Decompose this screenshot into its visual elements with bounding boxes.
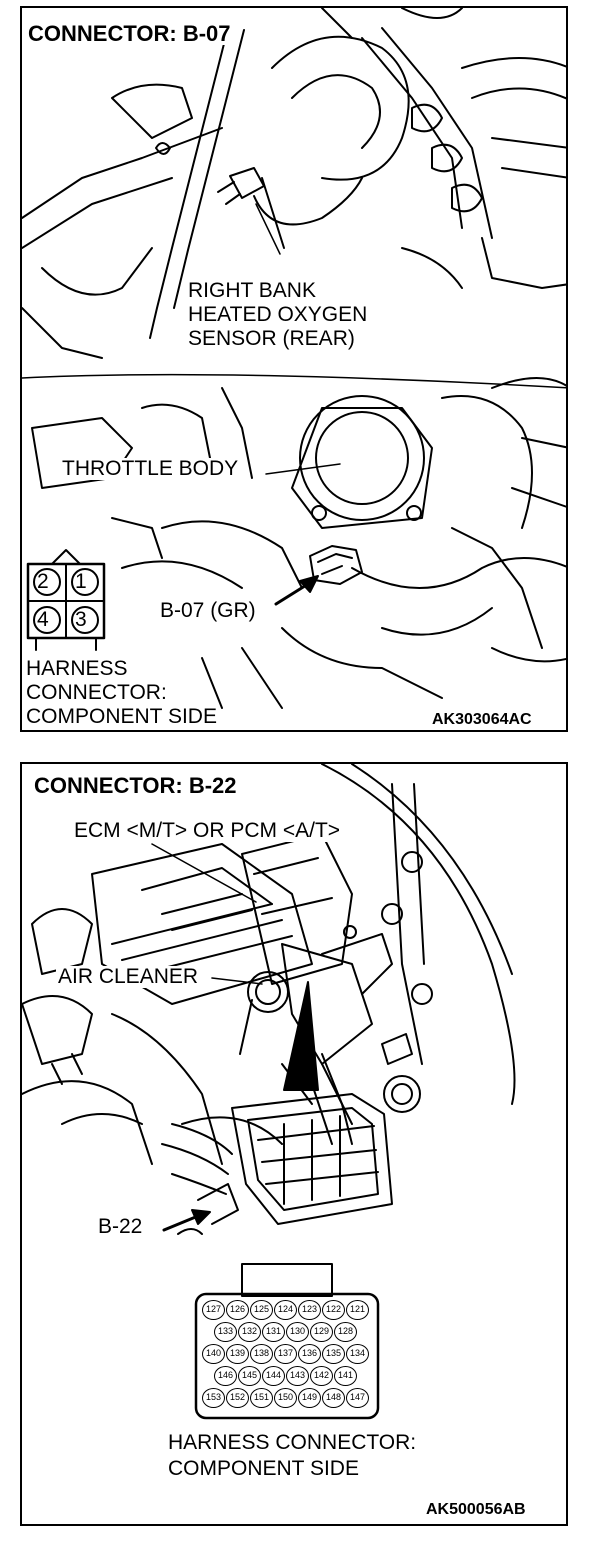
harness-label-line-3: COMPONENT SIDE: [24, 705, 219, 729]
pin-152: 152: [226, 1388, 249, 1408]
pin-126: 126: [226, 1300, 249, 1320]
pin-1-label: 1: [75, 570, 87, 593]
pin-148: 148: [322, 1388, 345, 1408]
pin-124: 124: [274, 1300, 297, 1320]
pin-150: 150: [274, 1388, 297, 1408]
pin-123: 123: [298, 1300, 321, 1320]
pin-139: 139: [226, 1344, 249, 1364]
throttle-body-callout: THROTTLE BODY: [60, 457, 241, 481]
engine-bay-line-art-b07: [22, 8, 566, 709]
harness-label-line-1: HARNESS: [24, 657, 130, 681]
harness-connector-label-line-1: HARNESS CONNECTOR:: [166, 1431, 419, 1455]
pin-137: 137: [274, 1344, 297, 1364]
pin-144: 144: [262, 1366, 285, 1386]
connector-b07-callout: B-07 (GR): [158, 599, 258, 623]
air-cleaner-callout: AIR CLEANER: [56, 965, 201, 989]
connector-b22-panel: CONNECTOR: B-22 ECM <M/T> OR PCM <A/T> A…: [20, 762, 568, 1526]
connector-b22-title: CONNECTOR: B-22: [32, 773, 239, 798]
pin-125: 125: [250, 1300, 273, 1320]
figure-code-b22: AK500056AB: [424, 1501, 528, 1519]
pin-138: 138: [250, 1344, 273, 1364]
sensor-callout-line-1: RIGHT BANK: [186, 279, 318, 303]
pin-136: 136: [298, 1344, 321, 1364]
pin-145: 145: [238, 1366, 261, 1386]
pin-129: 129: [310, 1322, 333, 1342]
pin-127: 127: [202, 1300, 225, 1320]
figure-code-b07: AK303064AC: [430, 711, 534, 729]
pin-149: 149: [298, 1388, 321, 1408]
pin-153: 153: [202, 1388, 225, 1408]
pin-142: 142: [310, 1366, 333, 1386]
pin-2-label: 2: [37, 570, 49, 593]
ecm-pcm-callout: ECM <M/T> OR PCM <A/T>: [72, 819, 343, 843]
pin-122: 122: [322, 1300, 345, 1320]
pin-4-label: 4: [37, 608, 49, 631]
pin-133: 133: [214, 1322, 237, 1342]
connector-b22-callout: B-22: [96, 1215, 145, 1239]
engine-bay-line-art-b22: [22, 764, 516, 1420]
pin-141: 141: [334, 1366, 357, 1386]
pin-140: 140: [202, 1344, 225, 1364]
harness-connector-label-line-2: COMPONENT SIDE: [166, 1457, 361, 1481]
pin-147: 147: [346, 1388, 369, 1408]
pin-128: 128: [334, 1322, 357, 1342]
connector-b07-title: CONNECTOR: B-07: [26, 21, 233, 46]
pin-143: 143: [286, 1366, 309, 1386]
pin-146: 146: [214, 1366, 237, 1386]
pin-3-label: 3: [75, 608, 87, 631]
pin-130: 130: [286, 1322, 309, 1342]
harness-label-line-2: CONNECTOR:: [24, 681, 169, 705]
sensor-callout-line-3: SENSOR (REAR): [186, 327, 357, 351]
pin-151: 151: [250, 1388, 273, 1408]
sensor-callout-line-2: HEATED OXYGEN: [186, 303, 370, 327]
pin-132: 132: [238, 1322, 261, 1342]
connector-b07-panel: CONNECTOR: B-07 RIGHT BANK HEATED OXYGEN…: [20, 6, 568, 732]
pin-121: 121: [346, 1300, 369, 1320]
pin-131: 131: [262, 1322, 285, 1342]
pin-134: 134: [346, 1344, 369, 1364]
pin-135: 135: [322, 1344, 345, 1364]
